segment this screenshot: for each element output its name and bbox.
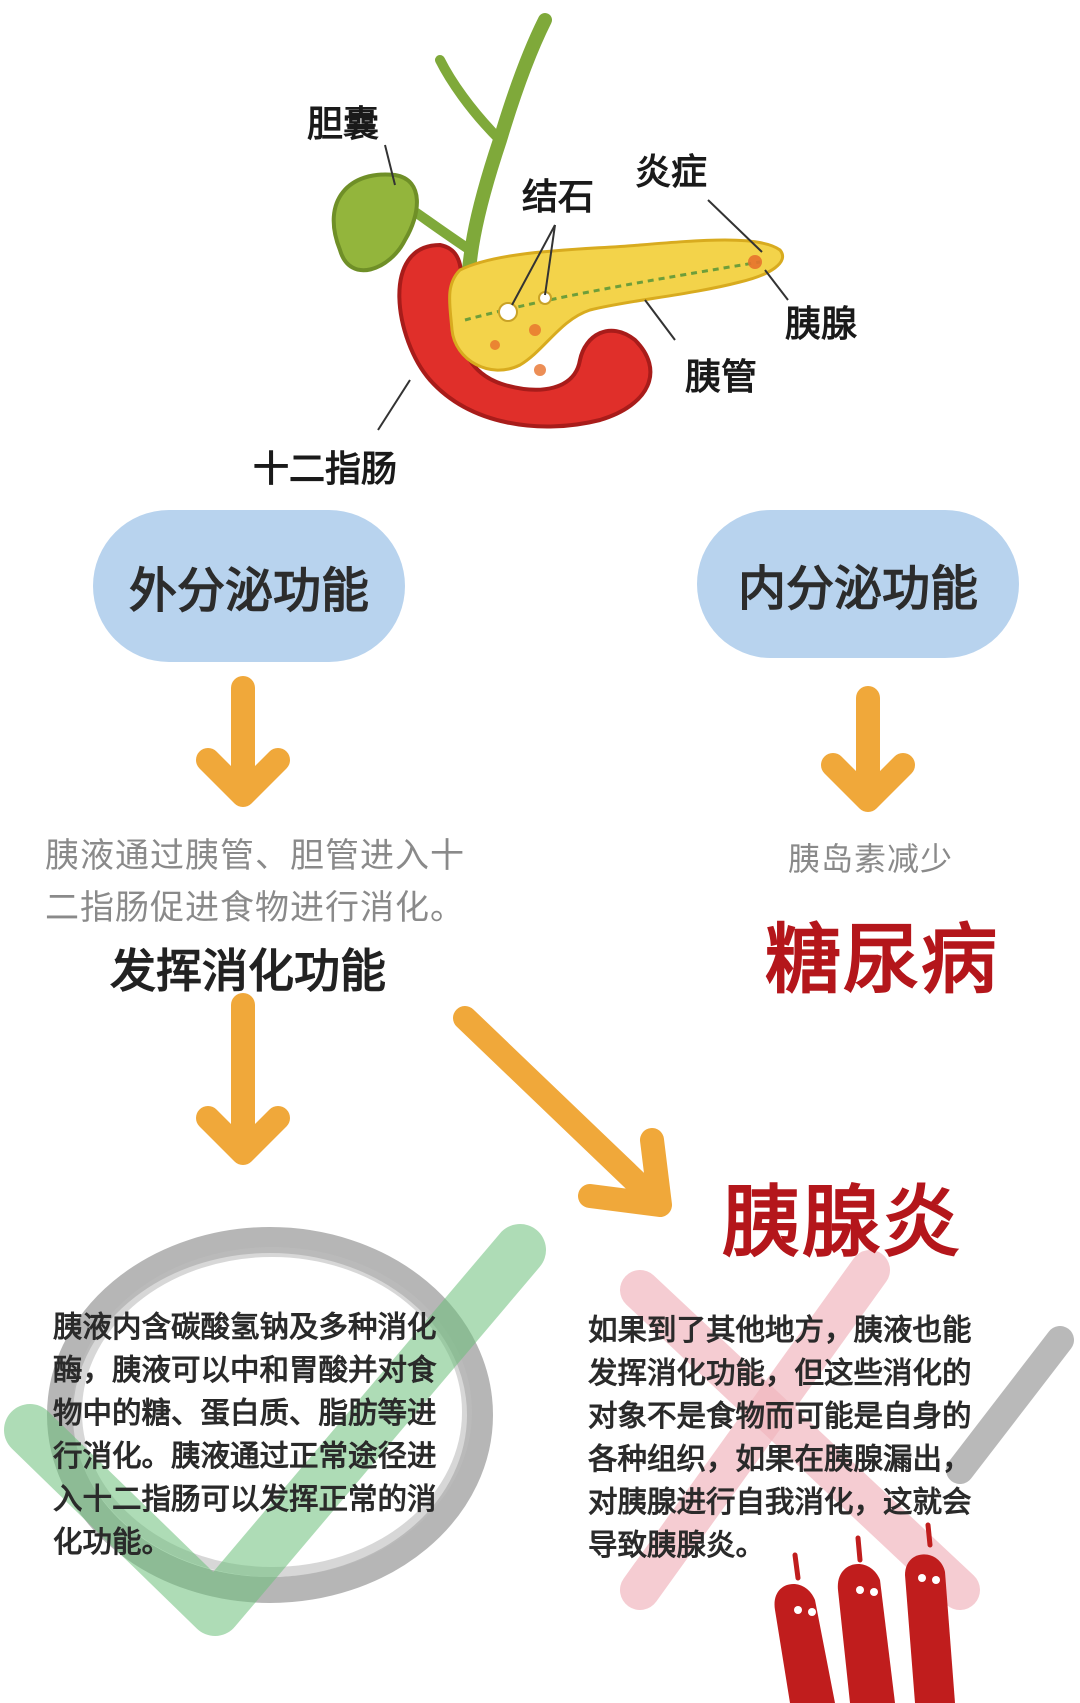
leader-lines: [377, 144, 789, 431]
pancreas-illustration: [448, 238, 784, 376]
pancreas-label: 胰腺: [785, 304, 858, 345]
normal-line-1: 胰液内含碳酸氢钠及多种消化: [53, 1309, 437, 1344]
digestion-heading: 发挥消化功能: [110, 944, 386, 998]
pancreatitis-line-2: 发挥消化功能，但这些消化的: [588, 1355, 972, 1390]
arrow-down-left-2: [196, 993, 290, 1165]
normal-line-5: 入十二指肠可以发挥正常的消: [53, 1481, 437, 1516]
diabetes-heading: 糖尿病: [765, 915, 999, 1004]
normal-digestion-paragraph: 胰液内含碳酸氢钠及多种消化 酶，胰液可以中和胃酸并对食 物中的糖、蛋白质、脂肪等…: [53, 1305, 513, 1563]
ring-check-decoration: [4, 1224, 546, 1636]
pancreas-cartoon-figures: [774, 1522, 955, 1703]
endocrine-function-text: 内分泌功能: [737, 561, 978, 617]
pancreatitis-line-6: 导致胰腺炎。: [588, 1527, 766, 1562]
gallbladder-label: 胆囊: [307, 104, 380, 145]
gallbladder-illustration: [331, 172, 419, 273]
arrow-down-right: [821, 686, 915, 812]
duodenum-label: 十二指肠: [253, 449, 398, 490]
arrows: [196, 676, 915, 1217]
pancreatitis-paragraph: 如果到了其他地方，胰液也能 发挥消化功能，但这些消化的 对象不是食物而可能是自身…: [588, 1308, 1048, 1566]
cross-decoration: [620, 1250, 1074, 1610]
normal-line-3: 物中的糖、蛋白质、脂肪等进: [53, 1395, 437, 1430]
pancreatitis-line-3: 对象不是食物而可能是自身的: [588, 1398, 972, 1433]
endocrine-function-pill: 内分泌功能: [697, 510, 1019, 658]
stone-label: 结石: [522, 177, 595, 218]
arrow-down-left-1: [196, 676, 290, 807]
arrow-diagonal: [453, 1006, 672, 1217]
exocrine-note-line-2: 二指肠促进食物进行消化。: [45, 888, 465, 928]
normal-line-4: 行消化。胰液通过正常途径进: [53, 1438, 437, 1473]
exocrine-note: 胰液通过胰管、胆管进入十 二指肠促进食物进行消化。: [45, 830, 515, 934]
normal-line-6: 化功能。: [53, 1524, 172, 1559]
pancreatitis-line-4: 各种组织，如果在胰腺漏出，: [588, 1441, 972, 1476]
exocrine-function-text: 外分泌功能: [128, 563, 369, 619]
inflammation-label: 炎症: [635, 152, 708, 193]
normal-line-2: 酶，胰液可以中和胃酸并对食: [53, 1352, 437, 1387]
pancreatitis-heading: 胰腺炎: [722, 1177, 963, 1268]
exocrine-note-line-1: 胰液通过胰管、胆管进入十: [45, 836, 465, 876]
exocrine-function-pill: 外分泌功能: [93, 510, 405, 662]
insulin-note: 胰岛素减少: [788, 840, 954, 878]
pancreatitis-line-5: 对胰腺进行自我消化，这就会: [588, 1484, 972, 1519]
pancreatitis-line-1: 如果到了其他地方，胰液也能: [588, 1312, 972, 1347]
pancreatic-duct-label: 胰管: [685, 357, 758, 398]
